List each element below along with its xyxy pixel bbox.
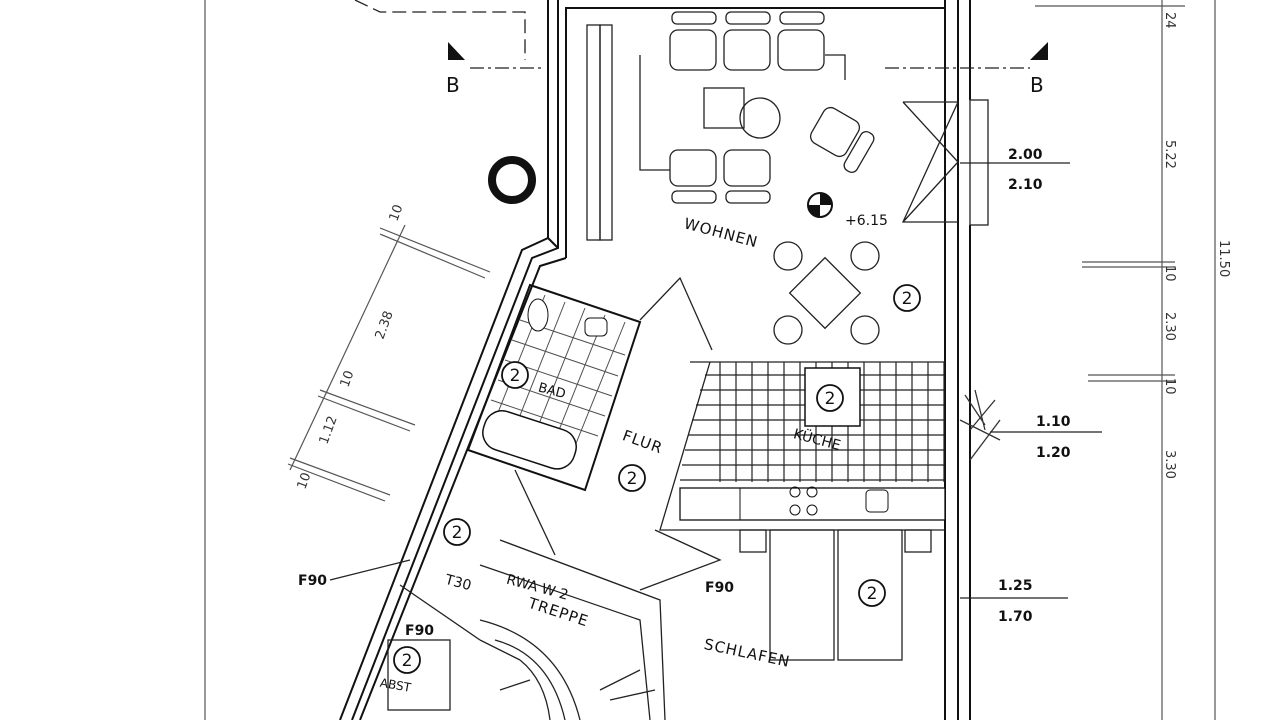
svg-text:1.12: 1.12 bbox=[317, 414, 341, 446]
svg-text:2: 2 bbox=[402, 651, 413, 671]
room-label-flur: FLUR bbox=[620, 426, 665, 457]
level-marker: +6.15 bbox=[807, 192, 888, 229]
room-label-schlafen: SCHLAFEN bbox=[702, 635, 791, 671]
svg-text:2.00: 2.00 bbox=[1008, 147, 1043, 163]
svg-text:B: B bbox=[446, 73, 460, 97]
window-dimension-2: 1.10 1.20 bbox=[990, 414, 1102, 461]
dimension-text: 24 bbox=[1162, 12, 1177, 29]
dimension-text: 3.30 bbox=[1162, 450, 1177, 479]
room-number-marker: 2 bbox=[618, 464, 646, 492]
t30-label: T30 bbox=[442, 572, 473, 595]
dimension-text: 5.22 bbox=[1162, 140, 1177, 169]
svg-text:2: 2 bbox=[627, 469, 638, 489]
svg-text:10: 10 bbox=[387, 203, 407, 224]
svg-text:1.10: 1.10 bbox=[1036, 414, 1071, 430]
window-dimension-3: 1.25 1.70 bbox=[960, 578, 1068, 625]
svg-text:1.20: 1.20 bbox=[1036, 445, 1071, 461]
dining-table bbox=[773, 241, 880, 345]
svg-text:2: 2 bbox=[510, 366, 521, 386]
svg-text:+6.15: +6.15 bbox=[845, 213, 888, 229]
svg-text:1.70: 1.70 bbox=[998, 609, 1033, 625]
svg-text:2: 2 bbox=[902, 289, 913, 309]
sofa-group bbox=[586, 11, 875, 241]
svg-text:1.25: 1.25 bbox=[998, 578, 1033, 594]
room-markers: 2 2 2 2 2 2 2 bbox=[393, 284, 921, 674]
room-number-marker: 2 bbox=[501, 361, 529, 389]
column-icon bbox=[488, 156, 536, 204]
svg-text:2: 2 bbox=[867, 584, 878, 604]
bathroom: BAD bbox=[466, 283, 642, 492]
room-number-marker: 2 bbox=[858, 579, 886, 607]
leader-line bbox=[329, 559, 411, 581]
room-number-marker: 2 bbox=[893, 284, 921, 312]
room-number-marker: 2 bbox=[816, 384, 844, 412]
f90-label: F90 bbox=[405, 623, 434, 639]
f90-label: F90 bbox=[298, 573, 327, 589]
svg-text:10: 10 bbox=[295, 471, 315, 492]
room-number-marker: 2 bbox=[443, 518, 471, 546]
svg-text:2.38: 2.38 bbox=[373, 309, 397, 341]
svg-text:2.10: 2.10 bbox=[1008, 177, 1043, 193]
room-label-bad: BAD bbox=[536, 380, 567, 402]
dimension-text: 10 bbox=[1162, 378, 1177, 395]
roof-outline bbox=[354, 0, 526, 60]
room-number-marker: 2 bbox=[393, 646, 421, 674]
room-label-wohnen: WOHNEN bbox=[682, 214, 760, 251]
left-dimension-chain: 10 2.38 10 1.12 10 bbox=[287, 203, 491, 502]
plant-icon bbox=[959, 389, 1001, 461]
dimension-text: 10 bbox=[1162, 265, 1177, 282]
dimension-text: 2.30 bbox=[1162, 312, 1177, 341]
window-dimension-1: 2.00 2.10 bbox=[960, 147, 1070, 193]
overall-dimension-text: 11.50 bbox=[1216, 240, 1231, 277]
f90-label: F90 bbox=[705, 580, 734, 596]
bed bbox=[739, 529, 932, 661]
kitchen: KÜCHE bbox=[679, 362, 1001, 521]
section-marker-left: B bbox=[446, 42, 545, 97]
svg-text:B: B bbox=[1030, 73, 1044, 97]
svg-text:2: 2 bbox=[825, 389, 836, 409]
exterior-walls bbox=[339, 0, 971, 720]
room-label-abst: ABST bbox=[379, 676, 413, 695]
staircase bbox=[479, 619, 656, 720]
svg-text:2: 2 bbox=[452, 523, 463, 543]
svg-text:10: 10 bbox=[338, 369, 358, 390]
section-marker-right: B bbox=[885, 42, 1048, 97]
